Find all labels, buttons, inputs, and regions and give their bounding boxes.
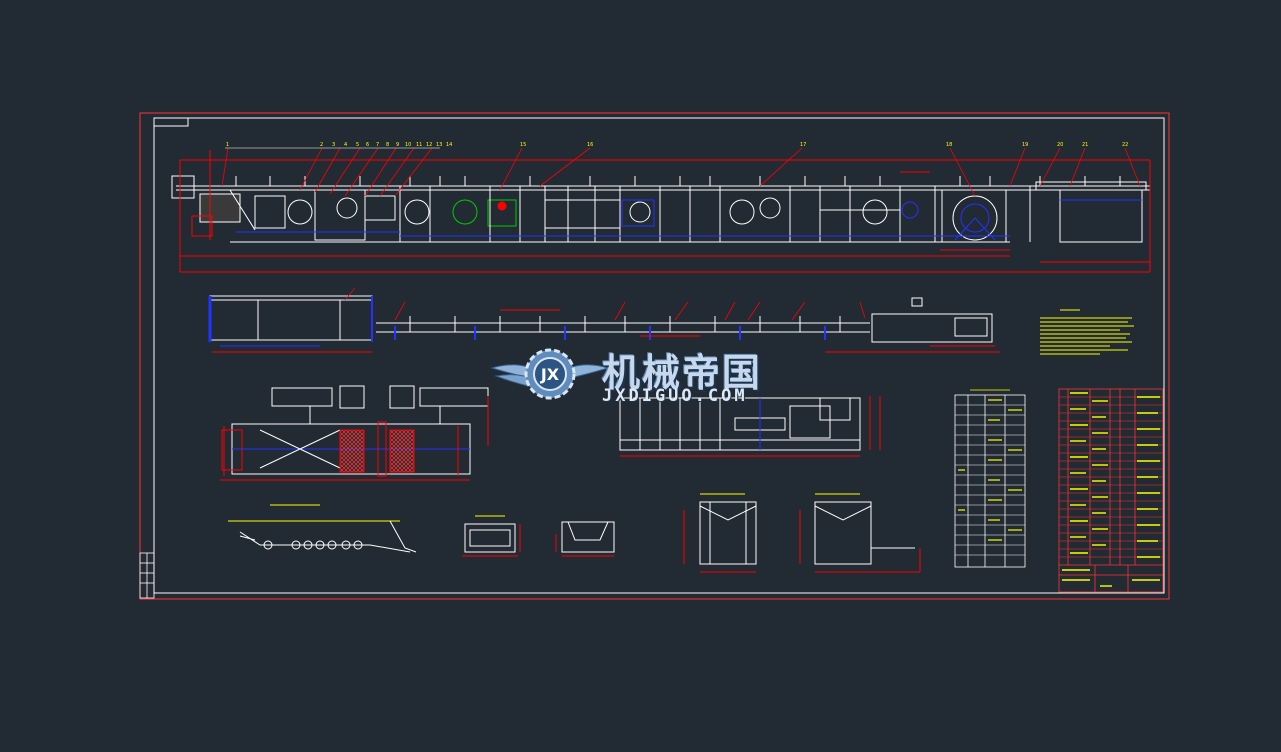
balloon-11: 11 bbox=[416, 142, 422, 148]
bearing-detail-1 bbox=[462, 515, 521, 557]
balloon-21: 21 bbox=[1082, 142, 1088, 148]
gear-wings-logo-icon: JX bbox=[490, 348, 610, 400]
frame-section-detail-2 bbox=[799, 493, 921, 573]
sheet-corner-tag bbox=[153, 117, 189, 127]
balloon-14: 14 bbox=[446, 142, 452, 148]
balloon-2: 2 bbox=[320, 142, 323, 148]
balloon-15: 15 bbox=[520, 142, 526, 148]
balloon-6: 6 bbox=[366, 142, 369, 148]
sheet-outer-border bbox=[139, 112, 1170, 600]
balloon-10: 10 bbox=[405, 142, 411, 148]
side-view bbox=[619, 396, 881, 457]
sheet-inner-border bbox=[153, 117, 1165, 594]
balloon-16: 16 bbox=[587, 142, 593, 148]
frame-section-detail-1 bbox=[683, 493, 757, 573]
watermark-logo: JX 机械帝国 JXDIGUO.COM bbox=[490, 338, 790, 408]
plan-view bbox=[220, 385, 489, 481]
balloon-labels: 1 2 3 4 5 6 7 8 9 10 11 12 13 14 15 16 1… bbox=[226, 142, 1128, 148]
balloon-9: 9 bbox=[396, 142, 399, 148]
balloon-20: 20 bbox=[1057, 142, 1063, 148]
roller-chain-detail bbox=[228, 504, 417, 553]
balloon-13: 13 bbox=[436, 142, 442, 148]
parameter-table bbox=[954, 389, 1026, 568]
parts-list-title-block bbox=[1058, 388, 1164, 593]
logo-letters: JX bbox=[540, 365, 560, 384]
balloon-17: 17 bbox=[800, 142, 806, 148]
watermark-text-en: JXDIGUO.COM bbox=[602, 386, 748, 406]
main-elevation-view bbox=[171, 147, 1151, 273]
balloon-12: 12 bbox=[426, 142, 432, 148]
secondary-elevation-view bbox=[208, 287, 1000, 353]
balloon-19: 19 bbox=[1022, 142, 1028, 148]
balloon-18: 18 bbox=[946, 142, 952, 148]
technical-notes bbox=[1040, 309, 1134, 355]
watermark-text-cn: 机械帝国 bbox=[602, 351, 763, 395]
balloon-4: 4 bbox=[344, 142, 347, 148]
balloon-5: 5 bbox=[356, 142, 359, 148]
balloon-3: 3 bbox=[332, 142, 335, 148]
balloon-22: 22 bbox=[1122, 142, 1128, 148]
balloon-7: 7 bbox=[376, 142, 379, 148]
balloon-1: 1 bbox=[226, 142, 229, 148]
bearing-detail-2 bbox=[555, 521, 615, 557]
balloon-8: 8 bbox=[386, 142, 389, 148]
binding-strip bbox=[139, 552, 155, 599]
